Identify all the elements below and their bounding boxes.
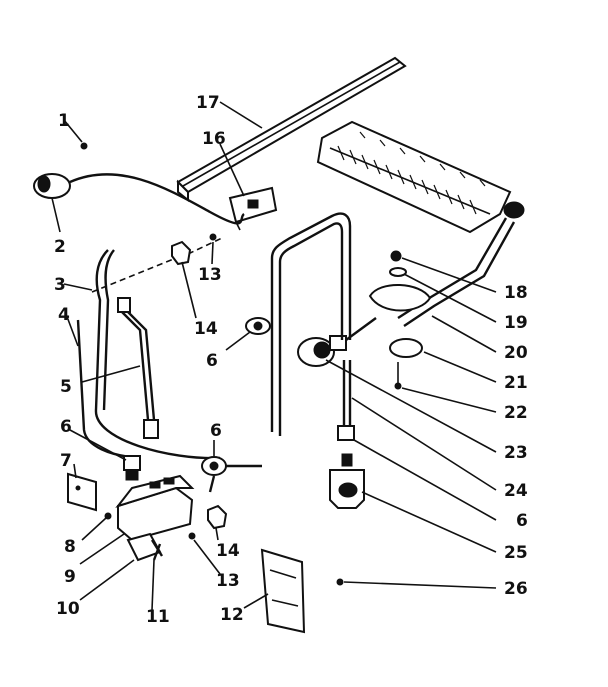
callout-6-right: 6 bbox=[516, 511, 528, 531]
callout-25: 25 bbox=[504, 543, 528, 563]
fitting-6-mid bbox=[201, 456, 262, 493]
callout-26: 26 bbox=[504, 579, 528, 599]
callout-6-mid: 6 bbox=[210, 421, 222, 441]
callout-19: 19 bbox=[504, 313, 528, 333]
pilot-assembly bbox=[329, 425, 365, 509]
access-cover bbox=[260, 548, 344, 634]
callout-6-left: 6 bbox=[60, 417, 72, 437]
callout-13-lower: 13 bbox=[216, 571, 240, 591]
gas-tube-loop bbox=[270, 212, 352, 432]
callout-23: 23 bbox=[504, 443, 528, 463]
callout-10: 10 bbox=[56, 599, 80, 619]
callout-6-upper: 6 bbox=[206, 351, 218, 371]
cover-plate bbox=[67, 472, 97, 512]
burner-bracket bbox=[228, 186, 278, 231]
callout-18: 18 bbox=[504, 283, 528, 303]
washer-13-lower bbox=[188, 532, 196, 540]
callout-14-lower: 14 bbox=[216, 541, 240, 561]
screw-part-1 bbox=[80, 142, 88, 150]
callout-9: 9 bbox=[64, 567, 76, 587]
callout-20: 20 bbox=[504, 343, 528, 363]
fitting-6-upper bbox=[245, 317, 271, 335]
callout-16: 16 bbox=[202, 129, 226, 149]
nut-14-upper bbox=[171, 240, 192, 266]
callout-labels: 1 2 3 4 5 6 7 8 9 10 11 12 13 14 13 14 6… bbox=[54, 93, 528, 627]
nut-14-lower bbox=[207, 504, 228, 530]
callout-17: 17 bbox=[196, 93, 220, 113]
gas-valve bbox=[297, 335, 347, 367]
callout-13-upper: 13 bbox=[198, 265, 222, 285]
thermocouple-sensor bbox=[33, 173, 245, 225]
callout-2: 2 bbox=[54, 237, 66, 257]
callout-21: 21 bbox=[504, 373, 528, 393]
callout-4: 4 bbox=[58, 305, 70, 325]
pilot-tubes bbox=[76, 249, 221, 460]
washer-13-upper bbox=[209, 233, 217, 241]
callout-5: 5 bbox=[60, 377, 72, 397]
callout-12: 12 bbox=[220, 605, 244, 625]
burner-orifice-assembly bbox=[368, 250, 432, 390]
callout-7: 7 bbox=[60, 451, 72, 471]
callout-14-upper: 14 bbox=[194, 319, 218, 339]
callout-1: 1 bbox=[58, 111, 70, 131]
control-valve bbox=[104, 474, 195, 562]
callout-8: 8 bbox=[64, 537, 76, 557]
callout-11: 11 bbox=[146, 607, 170, 627]
mounting-rail bbox=[176, 56, 407, 203]
callout-3: 3 bbox=[54, 275, 66, 295]
callout-24: 24 bbox=[504, 481, 528, 501]
leader-lines bbox=[51, 101, 497, 611]
fitting-6-left bbox=[123, 455, 141, 481]
callout-22: 22 bbox=[504, 403, 528, 423]
